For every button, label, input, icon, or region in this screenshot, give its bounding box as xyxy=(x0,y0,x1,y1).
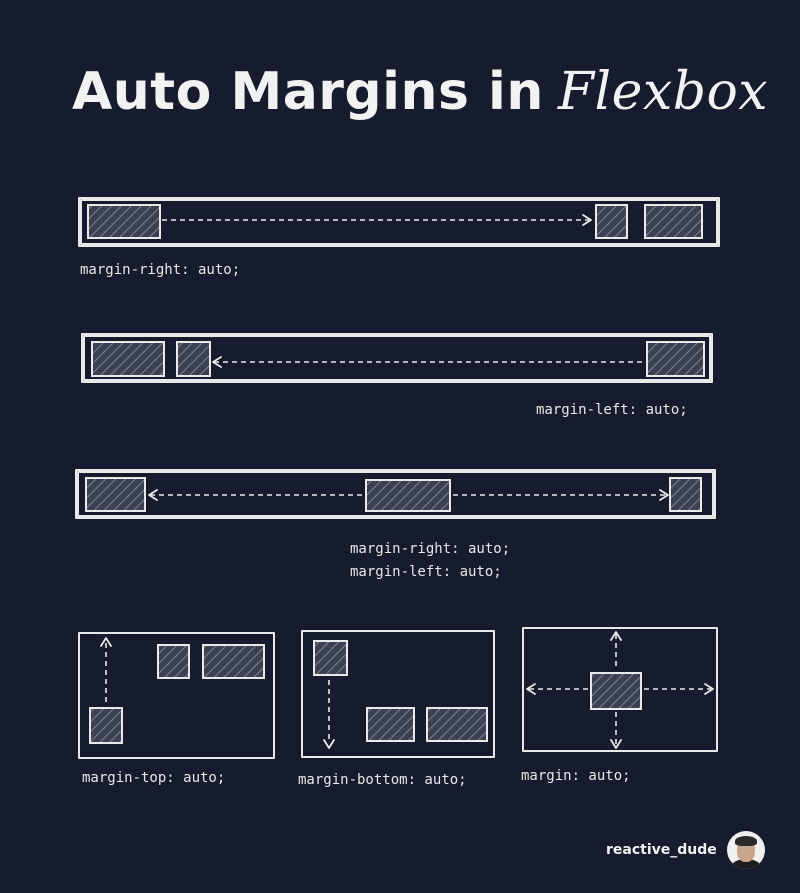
arrowhead-up xyxy=(100,637,112,647)
flex-item xyxy=(176,341,211,377)
arrowhead-up xyxy=(610,631,622,641)
flex-container-inner xyxy=(80,199,718,245)
avatar[interactable] xyxy=(727,831,765,869)
arrowhead-down xyxy=(323,739,335,749)
flex-item xyxy=(89,707,123,744)
label-margin: margin: auto; xyxy=(521,768,631,784)
title-main: Auto Margins in xyxy=(72,62,544,122)
example-margin-all xyxy=(522,627,718,752)
arrowhead-down xyxy=(610,739,622,749)
flex-item xyxy=(646,341,705,377)
flex-container-inner xyxy=(77,471,714,517)
avatar-shirt xyxy=(731,859,761,869)
flex-item xyxy=(426,707,488,742)
label-margin-bottom: margin-bottom: auto; xyxy=(298,772,467,788)
flex-item xyxy=(202,644,265,679)
label-margin-right: margin-right: auto; xyxy=(80,262,241,278)
label-margin-left: margin-left: auto; xyxy=(536,402,688,418)
flex-item xyxy=(595,204,628,239)
avatar-hair xyxy=(735,836,757,846)
example-margin-top xyxy=(78,632,275,759)
arrowhead-left xyxy=(212,356,222,368)
label-both-left: margin-left: auto; xyxy=(350,564,502,580)
flex-item xyxy=(669,477,702,512)
example-margin-right xyxy=(78,197,720,247)
flex-container xyxy=(81,333,713,383)
flex-container xyxy=(301,630,495,758)
author-handle[interactable]: reactive_dude xyxy=(606,842,717,858)
arrowhead-right xyxy=(704,683,714,695)
flex-item xyxy=(366,707,415,742)
flex-container xyxy=(522,627,718,752)
arrowhead-left xyxy=(148,489,158,501)
flex-container xyxy=(78,632,275,759)
example-margin-horizontal xyxy=(75,469,716,519)
example-margin-left xyxy=(81,333,713,383)
flex-item xyxy=(87,204,161,239)
flex-container xyxy=(78,197,720,247)
flex-item xyxy=(157,644,190,679)
flex-item xyxy=(313,640,348,676)
flex-container xyxy=(75,469,716,519)
title-accent: Flexbox xyxy=(557,62,769,122)
label-both-right: margin-right: auto; xyxy=(350,541,511,557)
flex-container-inner xyxy=(83,335,711,381)
arrowhead-right xyxy=(659,489,669,501)
flex-item xyxy=(590,672,642,710)
arrowhead-left xyxy=(526,683,536,695)
flex-item xyxy=(365,479,451,512)
label-margin-top: margin-top: auto; xyxy=(82,770,226,786)
example-margin-bottom xyxy=(301,630,495,758)
flex-item xyxy=(644,204,703,239)
flex-item xyxy=(91,341,165,377)
arrowhead-right xyxy=(582,214,592,226)
flex-item xyxy=(85,477,146,512)
